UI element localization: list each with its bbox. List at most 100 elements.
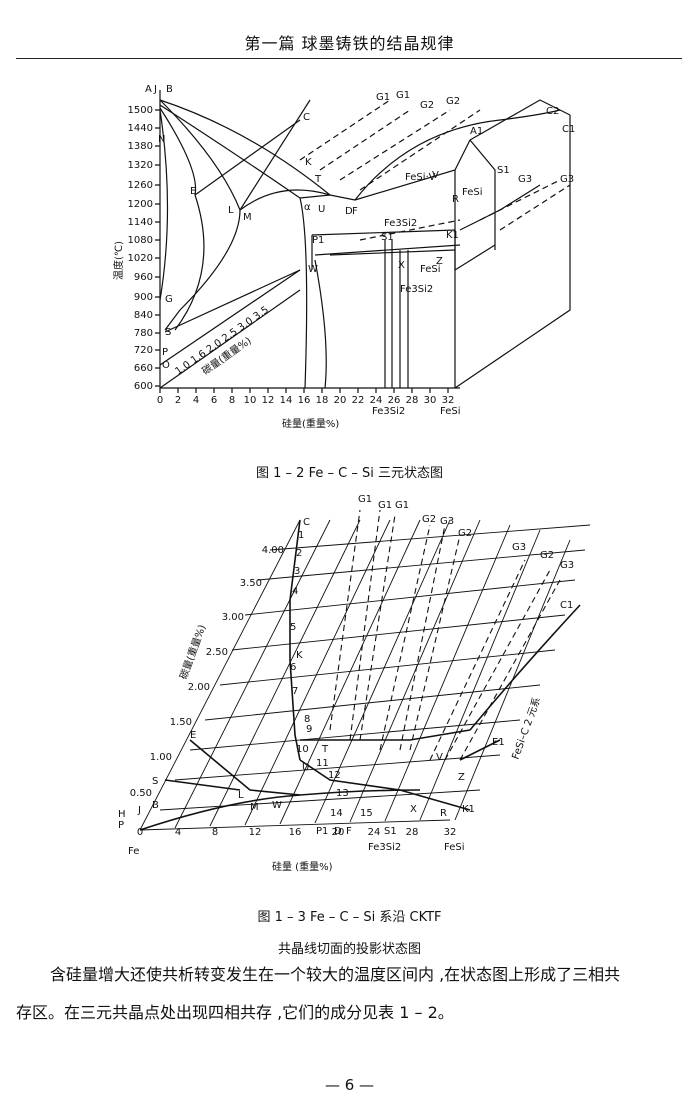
fig1-y-tick: 720 bbox=[134, 345, 153, 356]
fig1-x-tick: 0 bbox=[157, 395, 163, 406]
fig2-point-label: M bbox=[250, 802, 259, 813]
fig1-point-label: T bbox=[314, 174, 322, 185]
fig1-point-label: S bbox=[165, 327, 171, 338]
fig1-y-tick: 660 bbox=[134, 363, 153, 374]
fig2-point-label: G2 bbox=[458, 528, 472, 539]
fig2-point-label: P bbox=[118, 820, 124, 831]
fig2-point-label: V bbox=[436, 752, 443, 763]
fig2-point-label: D bbox=[334, 826, 342, 837]
fig2-y-tick: 2.00 bbox=[188, 682, 210, 693]
fig1-x-tick: 22 bbox=[352, 395, 365, 406]
fig1-point-label: α bbox=[304, 202, 311, 213]
page-number: — 6 — bbox=[324, 1076, 375, 1094]
fig2-point-label: L bbox=[238, 790, 244, 801]
figure-2-projection-diagram: 4.00 3.50 3.00 2.50 2.00 1.50 1.00 0.50 … bbox=[118, 494, 591, 873]
fig2-point-label: G3 bbox=[440, 516, 454, 527]
fig1-point-label: Fe3Si2 bbox=[384, 218, 417, 229]
fig1-point-label: P bbox=[162, 347, 168, 358]
fig2-bottom-label-fesi: FeSi bbox=[444, 842, 464, 853]
fig1-x-tick: 14 bbox=[280, 395, 293, 406]
body-line-2: 存区。在三元共晶点处出现四相共存 ,它们的成分见表 1 – 2。 bbox=[16, 1003, 454, 1022]
fig2-curve-number: 4 bbox=[292, 586, 298, 597]
fig1-point-label: B bbox=[166, 84, 173, 95]
fig2-curve-number: 14 bbox=[330, 808, 343, 819]
fig1-y-tick: 960 bbox=[134, 272, 153, 283]
fig1-x-tick: 16 bbox=[298, 395, 311, 406]
fig2-curve-number: 7 bbox=[292, 686, 298, 697]
fig1-point-label: K1 bbox=[446, 230, 459, 241]
fig2-point-label: E1 bbox=[492, 737, 505, 748]
fig1-y-tick: 600 bbox=[134, 381, 153, 392]
fig1-y-tick: 1140 bbox=[128, 217, 153, 228]
fig1-point-label: C bbox=[303, 112, 310, 123]
fig2-x-tick: 16 bbox=[289, 827, 302, 838]
fig2-y-tick: 1.00 bbox=[150, 752, 172, 763]
fig1-point-label: X bbox=[398, 260, 405, 271]
fig2-point-label: Z bbox=[458, 772, 465, 783]
fig1-point-label: FeSi bbox=[462, 187, 482, 198]
fig1-x-tick: 6 bbox=[211, 395, 217, 406]
fig1-point-label: G1 bbox=[396, 90, 410, 101]
fig1-point-label: K bbox=[305, 157, 312, 168]
fig2-point-label: C bbox=[303, 517, 310, 528]
fig2-x-tick: 20 bbox=[332, 827, 345, 838]
fig1-point-label: Z bbox=[436, 256, 443, 267]
fig1-x-tick: 4 bbox=[193, 395, 199, 406]
fig1-y-tick: 1380 bbox=[128, 141, 153, 152]
fig1-x-tick: 8 bbox=[229, 395, 235, 406]
fig2-point-label: G1 bbox=[358, 494, 372, 505]
fig1-x-tick: 20 bbox=[334, 395, 347, 406]
fig2-point-label: P1 bbox=[316, 826, 328, 837]
fig2-y-tick: 1.50 bbox=[170, 717, 192, 728]
fig2-point-label: C1 bbox=[560, 600, 573, 611]
fig1-x-tick: 12 bbox=[262, 395, 275, 406]
fig2-curve-number: 9 bbox=[306, 724, 312, 735]
figure-2-caption-line2: 共晶线切面的投影状态图 bbox=[277, 942, 421, 957]
fig2-point-label: B bbox=[152, 800, 159, 811]
fig2-x-tick: 28 bbox=[406, 827, 419, 838]
fig1-x-axis-label: 硅量(重量%) bbox=[282, 417, 339, 430]
fig2-y-tick: 3.00 bbox=[222, 612, 244, 623]
fig1-y-tick: 1260 bbox=[128, 180, 153, 191]
fig2-curve-number: 12 bbox=[328, 770, 341, 781]
fig1-point-label: J bbox=[153, 84, 157, 95]
fig1-point-label: R bbox=[452, 194, 459, 205]
fig2-x-tick: 4 bbox=[175, 827, 181, 838]
body-paragraph: 含硅量增大还使共析转变发生在一个较大的温度区间内 ,在状态图上形成了三相共 bbox=[16, 956, 684, 994]
fig1-y-tick: 780 bbox=[134, 328, 153, 339]
fig1-y-tick: 1440 bbox=[128, 123, 153, 134]
fig2-y-tick: 4.00 bbox=[262, 545, 284, 556]
fig1-point-label: W bbox=[308, 264, 318, 275]
fig1-x-tick: 26 bbox=[388, 395, 401, 406]
fig1-point-label: L bbox=[228, 205, 234, 216]
fig1-x-tick: 28 bbox=[406, 395, 419, 406]
fig1-x-tick: 2 bbox=[175, 395, 181, 406]
fig1-point-label: G2 bbox=[446, 96, 460, 107]
fig1-y-tick: 1320 bbox=[128, 160, 153, 171]
fig2-right-axis-label: FeSi–C 2 元系 bbox=[510, 696, 544, 761]
fig1-bottom-label-fesi: FeSi bbox=[440, 406, 460, 417]
fig1-x-tick: 18 bbox=[316, 395, 329, 406]
fig2-curve-number: 2 bbox=[296, 548, 302, 559]
fig1-point-label: G2 bbox=[420, 100, 434, 111]
fig2-point-label: G2 bbox=[540, 550, 554, 561]
fig1-x-tick: 24 bbox=[370, 395, 383, 406]
fig2-point-label: S bbox=[152, 776, 158, 787]
fig1-point-label: N bbox=[158, 134, 165, 145]
fig2-point-label: W bbox=[272, 800, 282, 811]
fig2-curve-number: 10 bbox=[296, 744, 309, 755]
fig2-point-label: U bbox=[302, 762, 309, 773]
fig1-point-label: G3 bbox=[560, 174, 574, 185]
fig1-y-axis-label: 温度(℃) bbox=[112, 241, 125, 280]
fig2-point-label: S1 bbox=[384, 826, 397, 837]
fig1-point-label: S1 bbox=[381, 232, 394, 243]
fig1-point-label: D bbox=[345, 206, 353, 217]
fig1-x-tick: 32 bbox=[442, 395, 455, 406]
fig1-y-tick: 840 bbox=[134, 310, 153, 321]
fig1-point-label: G3 bbox=[518, 174, 532, 185]
figure-1-caption: 图 1 – 2 Fe – C – Si 三元状态图 bbox=[256, 466, 443, 481]
fig2-x-tick: 8 bbox=[212, 827, 218, 838]
fig1-point-label: FeSi·V bbox=[405, 172, 436, 183]
fig2-point-label: T bbox=[321, 744, 329, 755]
fig2-x-tick: 12 bbox=[249, 827, 262, 838]
